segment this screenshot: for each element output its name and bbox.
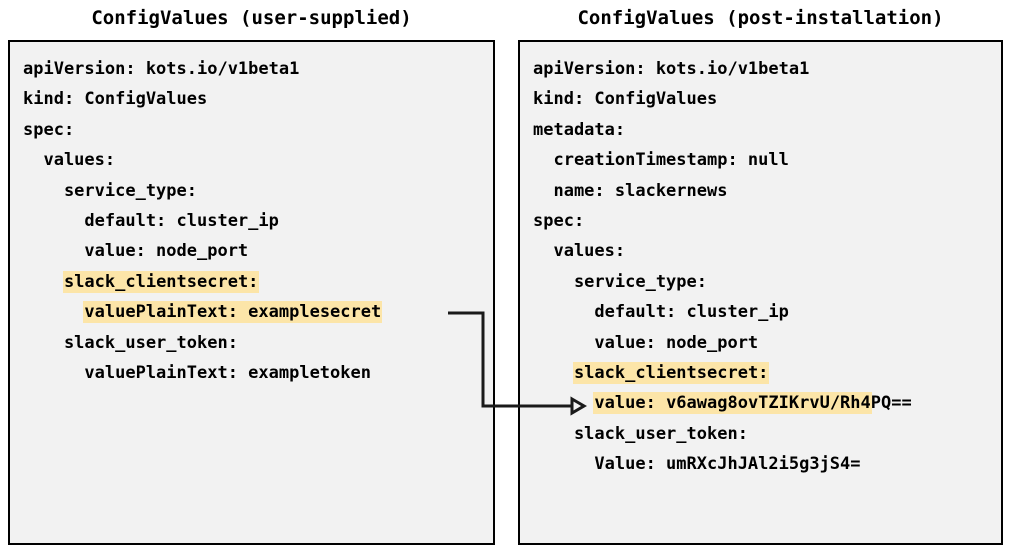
yaml-code-block-post-installation: apiVersion: kots.io/v1beta1 kind: ConfigV… <box>520 42 912 479</box>
highlighted-code-segment: valuePlainText: examplesecret <box>84 302 382 323</box>
code-segment: default: cluster_ip <box>23 210 279 231</box>
code-line: value: v6awag8ovTZIKrvU/Rh4PQ== <box>520 388 912 418</box>
code-line: value: node_port <box>520 328 912 358</box>
code-segment: value: node_port <box>23 241 249 262</box>
code-line: valuePlainText: examplesecret <box>10 297 382 327</box>
highlighted-code-segment: slack_clientsecret: <box>573 362 769 383</box>
code-segment: Value: umRXcJhJAl2i5g3jS4= <box>533 454 861 475</box>
code-segment: metadata: <box>533 119 626 140</box>
code-segment: valuePlainText: exampletoken <box>23 362 371 383</box>
code-line: service_type: <box>520 267 912 297</box>
code-line: spec: <box>10 115 381 145</box>
code-segment: value: node_port <box>533 332 759 353</box>
code-segment: kind: ConfigValues <box>23 89 208 110</box>
code-line: apiVersion: kots.io/v1beta1 <box>520 54 912 84</box>
code-segment: apiVersion: kots.io/v1beta1 <box>23 59 300 79</box>
panel-title-post-installation: ConfigValues (post-installation) <box>577 7 944 29</box>
highlighted-code-segment: slack_clientsecret: <box>63 271 259 292</box>
code-line: service_type: <box>10 176 381 206</box>
code-line: values: <box>520 236 912 266</box>
code-line: metadata: <box>520 115 912 145</box>
code-line: creationTimestamp: null <box>520 145 912 175</box>
code-segment: spec: <box>23 119 75 140</box>
code-line: default: cluster_ip <box>520 297 912 327</box>
code-line: Value: umRXcJhJAl2i5g3jS4= <box>520 449 912 479</box>
code-segment: service_type: <box>533 271 707 292</box>
code-segment: slack_user_token: <box>533 423 748 444</box>
code-line: name: slackernews <box>520 176 912 206</box>
code-line: valuePlainText: exampletoken <box>10 358 381 388</box>
code-line: kind: ConfigValues <box>520 84 912 114</box>
code-segment: apiVersion: kots.io/v1beta1 <box>533 59 810 79</box>
configvalues-user-supplied-panel: apiVersion: kots.io/v1beta1 kind: ConfigV… <box>8 40 495 545</box>
code-line: spec: <box>520 206 912 236</box>
highlighted-code-segment: value: v6awag8ovTZIKrvU/Rh4 <box>594 393 871 414</box>
code-segment: default: cluster_ip <box>533 302 789 323</box>
code-line: value: node_port <box>10 236 381 266</box>
code-segment: PQ== <box>870 393 912 414</box>
code-segment: name: slackernews <box>533 180 728 201</box>
code-line: values: <box>10 145 381 175</box>
code-line: apiVersion: kots.io/v1beta1 <box>10 54 381 84</box>
code-line: default: cluster_ip <box>10 206 381 236</box>
panel-title-user-supplied: ConfigValues (user-supplied) <box>91 7 412 29</box>
code-segment: service_type: <box>23 180 197 201</box>
code-segment: slack_user_token: <box>23 332 238 353</box>
code-segment: spec: <box>533 210 585 231</box>
code-segment: creationTimestamp: null <box>533 150 789 171</box>
code-segment <box>23 302 84 322</box>
code-segment <box>23 272 64 292</box>
code-segment: values: <box>533 241 626 262</box>
code-line: slack_clientsecret: <box>520 358 912 388</box>
code-line: kind: ConfigValues <box>10 84 381 114</box>
code-segment: values: <box>23 150 116 171</box>
code-line: slack_user_token: <box>520 419 912 449</box>
code-segment <box>533 363 574 383</box>
code-segment: kind: ConfigValues <box>533 89 718 110</box>
code-line: slack_user_token: <box>10 328 381 358</box>
code-line: slack_clientsecret: <box>10 267 381 297</box>
configvalues-post-installation-panel: apiVersion: kots.io/v1beta1 kind: ConfigV… <box>518 40 1003 545</box>
yaml-code-block-user-supplied: apiVersion: kots.io/v1beta1 kind: ConfigV… <box>10 42 382 388</box>
code-segment <box>533 393 594 413</box>
